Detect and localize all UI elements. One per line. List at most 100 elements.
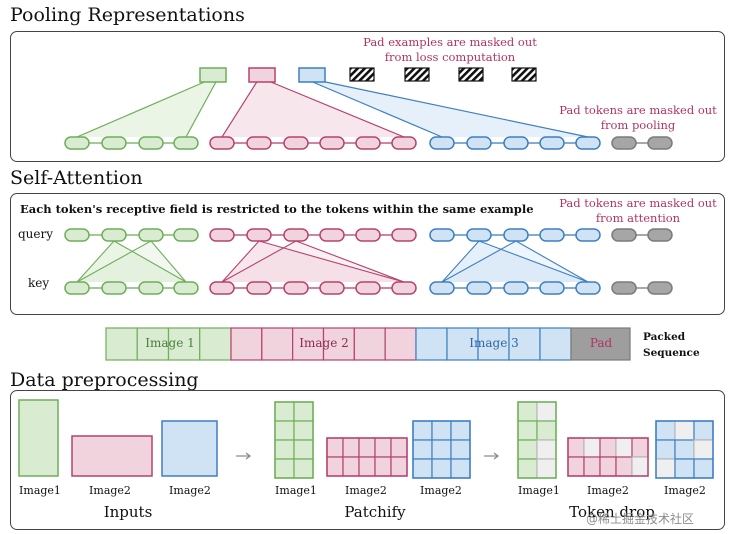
- key-sequence-token: [575, 281, 601, 295]
- attention-edge: [76, 240, 152, 283]
- pooling-sequence-token: [246, 136, 272, 150]
- packed-sequence-label: Packed Sequence: [643, 329, 700, 361]
- pad-example-token: [458, 67, 484, 82]
- patchify-caption: Patchify: [344, 503, 406, 521]
- packed-sequence-label-line1: Packed: [643, 331, 686, 343]
- pad-tokens-attention-note-line2: from attention: [595, 211, 681, 225]
- dropped-image2: [615, 437, 633, 458]
- query-sequence-token: [575, 228, 601, 242]
- attention-fan-fill: [77, 241, 186, 282]
- pad-example-token: [349, 67, 375, 82]
- pad-tokens-attention-note: Pad tokens are masked out from attention: [548, 196, 728, 226]
- pooling-fan-edge: [307, 79, 443, 138]
- input-image2: [71, 435, 153, 477]
- pooling-sequence-token: [647, 136, 673, 150]
- inputs-image2-label: Image2: [89, 484, 131, 497]
- pooling-sequence-token: [611, 136, 637, 150]
- patch-image1: [293, 439, 314, 460]
- pooling-sequence-token: [355, 136, 381, 150]
- pooling-sequence-token: [283, 136, 309, 150]
- attention-edge: [221, 240, 297, 283]
- attention-edge: [113, 240, 187, 283]
- attention-edge: [441, 240, 517, 283]
- patch-image3: [450, 458, 471, 479]
- patch-image2: [390, 437, 408, 458]
- pooling-sequence-token: [209, 136, 235, 150]
- patch-image1: [274, 420, 295, 441]
- key-sequence-token: [539, 281, 565, 295]
- pad-tokens-pooling-note: Pad tokens are masked out from pooling: [548, 103, 728, 133]
- preprocessing-panel: [10, 390, 725, 530]
- pooling-sequence-token: [539, 136, 565, 150]
- dropped-image2: [567, 456, 585, 477]
- tokendrop-image3-label: Image2: [664, 484, 706, 497]
- packed-cell: [322, 327, 355, 361]
- patch-image1: [293, 420, 314, 441]
- pad-examples-note: Pad examples are masked out from loss co…: [350, 35, 550, 65]
- dropped-image2: [615, 456, 633, 477]
- pad-examples-note-line1: Pad examples are masked out: [363, 35, 537, 49]
- tokendrop-image1-label: Image1: [518, 484, 560, 497]
- patch-image1: [274, 458, 295, 479]
- patch-image2: [390, 456, 408, 477]
- dropped-image2: [583, 437, 601, 458]
- dropped-image2: [599, 437, 617, 458]
- pooling-fan-edge: [185, 79, 218, 138]
- dropped-image1: [536, 420, 557, 441]
- key-sequence-token: [466, 281, 492, 295]
- pooling-fan-fill: [77, 80, 217, 137]
- packed-segment-image1-label: Image 1: [145, 336, 195, 350]
- attention-edge: [441, 240, 480, 283]
- dropped-image3: [674, 439, 695, 460]
- pad-tokens-pooling-note-line2: from pooling: [600, 118, 676, 132]
- patch-image2: [326, 456, 344, 477]
- patch-image2: [326, 437, 344, 458]
- packed-cell: [230, 327, 263, 361]
- packed-cell: [105, 327, 138, 361]
- patch-image1: [274, 401, 295, 422]
- key-sequence-token: [283, 281, 309, 295]
- key-sequence-token: [355, 281, 381, 295]
- patch-image2: [374, 437, 392, 458]
- pad-tokens-attention-note-line1: Pad tokens are masked out: [559, 196, 717, 210]
- query-sequence-token: [611, 228, 637, 242]
- patch-image3: [431, 439, 452, 460]
- query-sequence-token: [101, 228, 127, 242]
- query-sequence-token: [173, 228, 199, 242]
- patchify-image1-label: Image1: [275, 484, 317, 497]
- pooling-sequence-token: [575, 136, 601, 150]
- dropped-image3: [693, 439, 714, 460]
- patch-image3: [450, 439, 471, 460]
- dropped-image3-border: [655, 420, 714, 479]
- query-sequence-token: [503, 228, 529, 242]
- patch-image2: [342, 456, 360, 477]
- tokendrop-caption: Token drop: [569, 503, 655, 521]
- pooling-fan-edge: [76, 79, 210, 138]
- pooling-panel: [10, 31, 725, 162]
- dropped-image1: [536, 439, 557, 460]
- query-sequence-token: [138, 228, 164, 242]
- packed-segment-pad-label: Pad: [589, 336, 613, 350]
- patch-image2: [358, 456, 376, 477]
- dropped-image3: [674, 420, 695, 441]
- query-sequence-token: [209, 228, 235, 242]
- dropped-image1: [536, 458, 557, 479]
- packed-cell: [415, 327, 448, 361]
- attention-edge: [515, 240, 589, 283]
- inputs-image1-label: Image1: [19, 484, 61, 497]
- arrow-to-tokendrop-head: [493, 452, 499, 460]
- inputs-image3-label: Image2: [169, 484, 211, 497]
- key-sequence-token: [429, 281, 455, 295]
- attention-fan-fill: [222, 241, 404, 282]
- key-sequence-token: [173, 281, 199, 295]
- query-sequence-token: [429, 228, 455, 242]
- patch-image3: [412, 439, 433, 460]
- packed-cell: [199, 327, 232, 361]
- dropped-image2: [631, 437, 649, 458]
- packed-cell: [353, 327, 386, 361]
- pooling-sequence-token: [173, 136, 199, 150]
- patchify-image3-label: Image2: [420, 484, 462, 497]
- packed-cell: [384, 327, 417, 361]
- patch-image3-border: [412, 420, 471, 479]
